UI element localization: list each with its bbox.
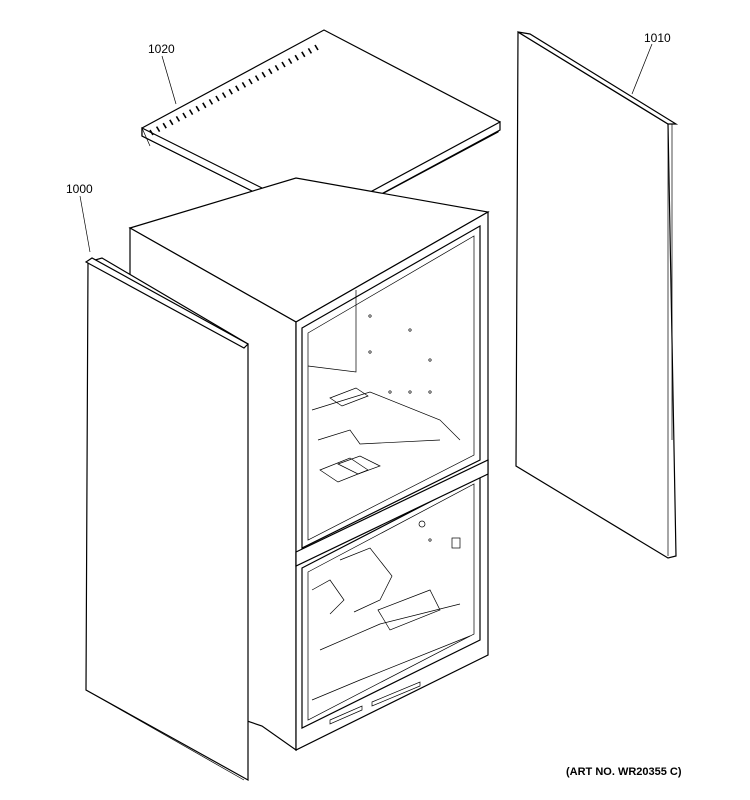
leader-line-1020 xyxy=(161,55,177,105)
vent-slot xyxy=(261,71,266,78)
art-number: (ART NO. WR20355 C) xyxy=(566,766,682,778)
vent-slot xyxy=(149,129,154,136)
vent-slot xyxy=(241,81,247,88)
label-1010: 1010 xyxy=(644,31,671,45)
vent-slot xyxy=(254,75,260,82)
vent-slot xyxy=(307,47,313,54)
vent-slot xyxy=(287,58,293,65)
left-side-panel xyxy=(84,257,249,782)
vent-slot xyxy=(208,98,214,105)
leader-line-1000 xyxy=(79,195,91,253)
vent-slot xyxy=(188,109,194,116)
vent-slot xyxy=(195,105,200,112)
vent-slot xyxy=(182,112,187,119)
vent-slot xyxy=(314,44,319,51)
vent-slot xyxy=(294,54,299,61)
vent-slot xyxy=(274,64,280,71)
vent-slot xyxy=(281,61,286,68)
vent-slot xyxy=(235,85,240,92)
right-side-panel xyxy=(515,30,679,559)
vent-slot xyxy=(202,102,207,109)
vent-slot xyxy=(162,122,167,129)
vent-slot xyxy=(175,115,181,122)
leader-line-1010 xyxy=(631,43,653,95)
vent-slot xyxy=(301,51,306,58)
vent-slot xyxy=(215,95,220,102)
vent-slot xyxy=(268,68,273,75)
top-cover-vent-slots xyxy=(149,44,319,136)
vent-slot xyxy=(169,119,174,126)
label-1000: 1000 xyxy=(66,182,93,196)
vent-slot xyxy=(248,78,253,85)
vent-slot xyxy=(155,126,161,133)
label-1020: 1020 xyxy=(148,42,175,56)
vent-slot xyxy=(228,88,233,95)
vent-slot xyxy=(221,92,227,99)
